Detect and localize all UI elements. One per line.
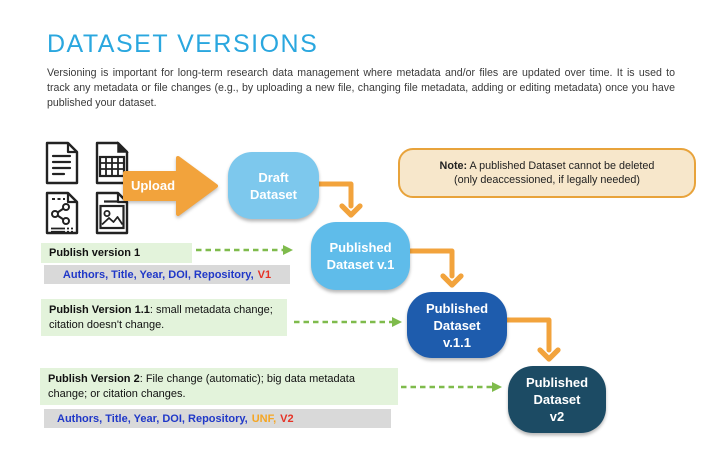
image-document-icon	[95, 191, 129, 235]
connector-v11-to-v2	[503, 317, 561, 362]
citation-unf: UNF,	[251, 412, 277, 425]
citation-version-v2: V2	[280, 412, 294, 425]
published-dataset-v11-node: Published Dataset v.1.1	[407, 292, 507, 358]
node-label-line: Published	[425, 300, 489, 316]
text-document-icon	[45, 141, 79, 185]
node-label-line: Published	[329, 240, 392, 255]
published-dataset-v2-node: Published Dataset v2	[508, 366, 606, 433]
draft-dataset-node: Draft Dataset	[228, 152, 319, 219]
node-label-line: Dataset	[433, 317, 481, 333]
upload-label: Upload	[130, 178, 176, 193]
spreadsheet-document-icon	[95, 141, 129, 185]
dashed-arrow-publish-v11	[294, 317, 402, 327]
intro-paragraph: Versioning is important for long-term re…	[47, 67, 675, 110]
citation-version-v1: V1	[257, 268, 272, 281]
dashed-arrow-publish-v1	[196, 245, 293, 255]
note-line-1: Note: A published Dataset cannot be dele…	[400, 159, 694, 174]
annotation-text: : File change (automatic); big data meta…	[48, 373, 355, 400]
citation-bar-v2: Authors, Title, Year, DOI, Repository, U…	[44, 409, 391, 428]
data-network-document-icon	[45, 191, 79, 235]
publish-version-2-label: Publish Version 2: File change (automati…	[40, 368, 398, 405]
dashed-arrow-publish-v2	[401, 382, 502, 392]
page-title: DATASET VERSIONS	[47, 30, 319, 58]
node-label-line: Draft	[258, 169, 289, 185]
node-label-line: v2	[549, 409, 565, 424]
note-prefix: Note:	[439, 159, 468, 172]
node-label-line: Dataset	[250, 186, 297, 202]
citation-fields: Authors, Title, Year, DOI, Repository,	[57, 412, 248, 425]
note-text: A published Dataset cannot be deleted	[467, 159, 655, 172]
node-label-line: Dataset v.1	[326, 257, 395, 272]
annotation-bold-text: Publish Version 2	[48, 373, 140, 385]
publish-version-11-label: Publish Version 1.1: small metadata chan…	[41, 299, 287, 336]
note-callout: Note: A published Dataset cannot be dele…	[398, 148, 696, 198]
note-line-2: (only deaccessioned, if legally needed)	[453, 174, 641, 186]
node-label-line: v.1.1	[443, 334, 471, 350]
annotation-bold-text: Publish version 1	[49, 246, 141, 259]
citation-bar-v1: Authors, Title, Year, DOI, Repository, V…	[44, 265, 290, 284]
published-dataset-v1-node: Published Dataset v.1	[311, 222, 410, 290]
file-icons-grid	[39, 140, 139, 236]
annotation-bold-text: Publish Version 1.1	[49, 304, 150, 316]
node-label-line: Published	[525, 375, 589, 390]
annotation-text: : small metadata change; citation doesn'…	[49, 304, 273, 331]
citation-fields: Authors, Title, Year, DOI, Repository,	[62, 268, 254, 281]
upload-arrow	[123, 156, 218, 216]
connector-v1-to-v11	[407, 248, 464, 288]
publish-version-1-label: Publish version 1	[41, 243, 192, 263]
connector-draft-to-v1	[315, 181, 363, 218]
node-label-line: Dataset	[533, 392, 581, 407]
